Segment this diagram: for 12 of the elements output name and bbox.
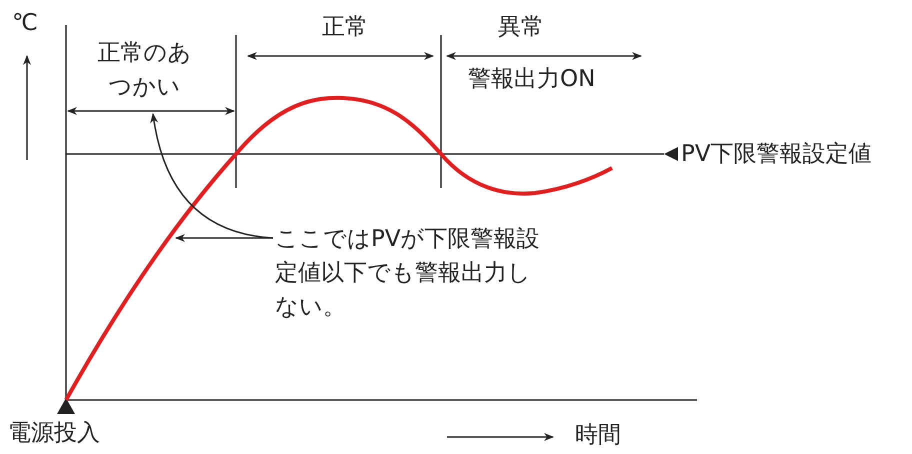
leader-line — [175, 234, 273, 242]
unit-label: ℃ — [12, 9, 38, 38]
threshold-label: PV下限警報設定値 — [681, 140, 872, 169]
axis-label: 時間 — [575, 421, 621, 450]
callout-text: ここではPVが下限警報設定値以下でも警報出力しない。 — [275, 222, 545, 324]
range-label: 正常 — [322, 13, 368, 42]
event-label: 電源投入 — [8, 419, 100, 448]
status-label: 警報出力ON — [468, 65, 596, 94]
range-label: 異常 — [498, 13, 544, 42]
pv-curve — [64, 96, 613, 401]
leader-line — [150, 113, 274, 239]
range-label: 正常のあつかい — [96, 39, 192, 102]
